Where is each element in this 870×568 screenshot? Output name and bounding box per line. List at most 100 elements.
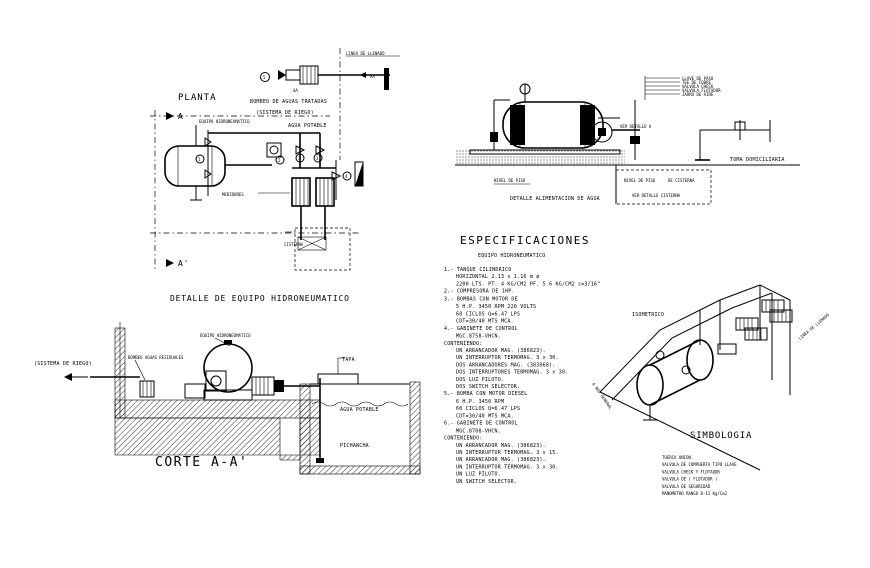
spec-line: DOS LUZ PILOTO. [456,377,504,383]
spec-line: UN INTERRUPTOR TERMOMAG. 3 x 15. [456,450,559,456]
sistema-riego-corte: (SISTEMA DE RIEGO) [34,361,92,367]
corte-view: TAPA AGUA POTABLE PICHANCHA EQUIPO HIDRO… [34,322,421,475]
simbologia-items: TUERCA UNION VALVULA DE COMPUERTA TIPO LL… [662,455,737,496]
spec-line: 1.- TANQUE CILINDRICO [444,267,511,273]
equipo-label: EQUIPO HIDRONEUMATICO [199,119,250,124]
cistern-floor [299,465,421,475]
spec-line: 3.- BOMBAS CON MOTOR DE [444,296,518,302]
spec-line: 2.- COMPRESORA DE 1HP. [444,289,515,295]
ver-detalle-a: VER DETALLE A [620,124,652,129]
simbologia-title: SIMBOLOGIA [690,431,752,441]
spec-line: UN ARRANCADOR MAG. (386823). [456,348,546,354]
spec-line: MGC.8758-VHCN. [456,334,501,340]
legend-item-3: VALVULA CHECK [682,84,714,89]
pichancha-label: PICHANCHA [340,443,369,449]
tank-elevation [502,101,604,149]
spec-line: 60 CICLOS Q=6.47 LPS [456,406,520,412]
pump-motor-corte [251,376,275,396]
iso-pump-1 [735,317,759,331]
section-a2-label: A' [178,259,189,268]
spec-line: 60 CICLOS Q=6.47 LPS [456,311,520,317]
simbologia-item: VALVULA CHECK Y FLOTADOR [662,469,720,474]
spec-line: DOS SWITCH SELECTOR. [456,384,520,390]
cistern-dashed [615,169,712,205]
legend-item-4: VALVULA FLOTADOR [682,88,721,93]
sistema-riego-label: (SISTEMA DE RIEGO) [256,110,314,116]
medidores-label: MEDIDORES [222,192,244,197]
item-4-marker [342,171,352,181]
wall-block [384,68,389,90]
iso-pump-2 [744,327,768,341]
spec-line: CONTENIENDO: [444,341,483,347]
nivel-label: NIVEL DE PISO [494,178,526,183]
corte-caption: CORTE A-A' [155,455,248,470]
spec-line: 5 H.P. 3450 RPM 220 VOLTS [456,304,536,310]
iso-red-general: A RED GENERAL [591,382,613,411]
ground-fill [455,150,625,165]
simbologia-block: SIMBOLOGIA TUERCA UNION VALVULA DE COMPUE… [662,431,752,496]
hydro-tank [164,145,226,187]
svg-text:3: 3 [298,156,301,161]
spec-line: HORIZONTAL 2.13 x 1.16 m ø [456,274,539,280]
bombeo-label: BOMBEO DE AGUAS TRATADAS [250,99,327,105]
planta-caption: DETALLE DE EQUIPO HIDRONEUMATICO [170,294,350,303]
cisterna-label: CISTERNA [284,242,304,247]
toma-domiciliaria-label: TOMA DOMICILIARIA [730,157,785,163]
item-3-marker [295,153,305,163]
planta-view: PLANTA A A' LINEA DE LLENADO 5 AA AA BOM… [150,48,400,303]
aa-label: AA [293,88,298,93]
equipo-hidro-label: EQUIPO HIDRONEUMATICO [200,333,251,338]
iso-pipe-bottom [599,391,761,471]
spec-line: CONTENIENDO: [444,436,483,442]
legend-item-1: LLAVE DE PASO [682,76,714,81]
floor-slab [114,399,321,419]
pump-body [285,69,301,81]
cistern-outline [294,227,351,271]
arrow-icon [166,112,174,120]
spec-line: UN ARRANCADOR MAG. (386823). [456,457,546,463]
simbologia-item: VALVULA DE ( FLOTADOR ) [662,477,717,482]
spec-line: UN LUZ PILOTO. [456,472,501,478]
linea-llenado-label: LINEA DE LLENADO [346,51,385,56]
spec-subtitle: EQUIPO HIDRONEUMATICO [478,253,545,259]
especificaciones-block: ESPECIFICACIONES EQUIPO HIDRONEUMATICO 1… [444,234,600,485]
spec-line: 5.- BOMBA CON MOTOR DIESEL [444,391,527,397]
detalle-alimentacion-view: NIVEL DE PISO DE CISTERNA VER DETALLE CI… [455,76,800,205]
spec-line: CDT=30/40 MTS MCA. [456,413,514,419]
item-2-marker [275,155,285,165]
water-line [311,401,409,407]
spec-line: DOS INTERRUPTORES TERMOMAG. 3 x 30. [456,370,568,376]
planta-title: PLANTA [178,93,217,103]
tapa-lid [317,373,359,385]
spec-title: ESPECIFICACIONES [460,234,590,247]
aa-label-right: AA [370,74,375,79]
alimentacion-caption: DETALLE ALIMENTACION DE AGUA [510,196,600,202]
spec-line: UN INTERRUPTOR TERMOMAG. 3 x 30. [456,464,559,470]
iso-linea-llenado: LINEA DE LLENADO [797,312,830,341]
spec-line: MGC.8708-VHCN. [456,428,501,434]
nivel-piso-label: NIVEL DE PISO [624,178,656,183]
pump-right [315,177,335,207]
cistern-wall-left [299,383,311,475]
pump-symbol-icon [278,70,286,80]
tank-section [203,343,253,393]
svg-text:4: 4 [345,174,348,179]
section-a-label: A [178,112,184,121]
spec-line: UN ARRANCADOR MAG. (386823). [456,443,546,449]
simbologia-item: TUERCA UNION [662,455,691,460]
isometrico-view: ISOMETRICO LINEA DE LLENADO A RED GENERA… [591,284,831,471]
ver-detalle-cisterna: VER DETALLE CISTERNA [632,193,681,198]
ground-mass [114,417,321,461]
spec-line: 6.- GABINETE DE CONTROL [444,421,518,427]
arrow-icon [166,259,174,267]
item-1-marker [195,154,205,164]
item-3b-marker [313,153,323,163]
spec-line: 6 H.P. 3450 RPM [456,399,504,405]
cistern-wall-right [409,381,421,475]
spec-line: 4.- GABINETE DE CONTROL [444,326,518,332]
simbologia-item: VALVULA DE COMPUERTA TIPO LLAVE [662,462,737,467]
spec-line: CDT=30/40 MTS MCA. [456,319,514,325]
